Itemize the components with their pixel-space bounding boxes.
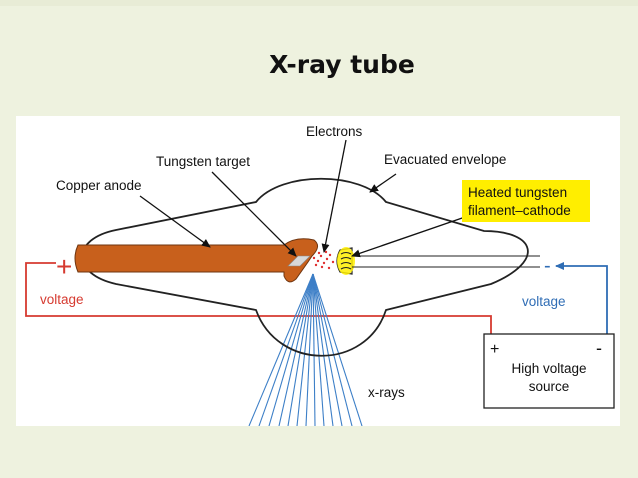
tungsten-target-label: Tungsten target [156,154,250,169]
tungsten-target-arrow [211,171,297,257]
copper-anode-label: Copper anode [56,178,142,193]
filament-label-box [462,180,590,222]
copper-anode [74,238,318,283]
source-label-line2: source [529,379,570,394]
xray-beams [248,273,363,427]
voltage-left-label: voltage [40,292,84,307]
source-plus-sign: + [490,341,499,358]
filament-label-line2: filament–cathode [468,203,571,218]
xrays-label: x-rays [368,385,405,400]
filament-coil [340,251,352,270]
evacuated-envelope-label: Evacuated envelope [384,152,506,167]
diagram-canvas: Electrons Tungsten target Copper anode E… [25,124,615,427]
xray-tube-diagram: Electrons Tungsten target Copper anode E… [16,116,620,427]
source-label-line1: High voltage [511,361,586,376]
positive-terminal-sign: + [56,251,72,282]
slide-title: X-ray tube [269,50,415,79]
source-minus-sign: - [596,338,602,358]
filament-highlight [337,247,355,275]
voltage-right-label: voltage [522,294,566,309]
electrons-label: Electrons [306,124,363,139]
right-circuit-wire [555,262,608,334]
filament-label-line1: Heated tungsten [468,185,567,200]
high-voltage-source-box [483,333,615,409]
filament-arrow [351,215,469,258]
envelope-arrow [369,173,397,193]
left-circuit-wire [25,262,492,334]
electrons-arrow [321,139,347,253]
top-band [0,0,638,6]
copper-anode-arrow [139,195,211,248]
negative-terminal-sign: - [544,255,551,277]
tungsten-target [287,255,311,267]
electron-beam [312,250,335,270]
